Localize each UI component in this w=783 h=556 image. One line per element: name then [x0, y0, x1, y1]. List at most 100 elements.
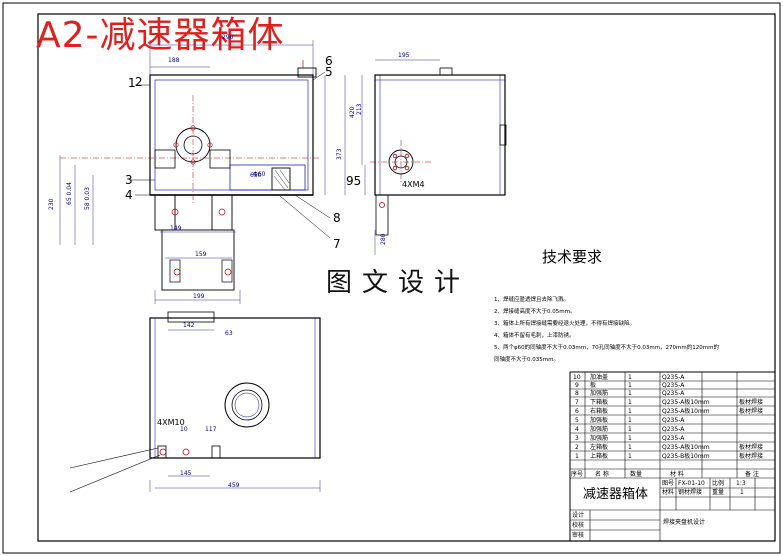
bom-row-note: 板材焊接	[739, 444, 764, 451]
title-block-scale-label: 比例	[712, 480, 725, 487]
title-block-design-label: 设计	[572, 512, 585, 519]
dim-149: 149	[170, 225, 182, 232]
dim-280: 280	[380, 233, 387, 245]
bom-header-no: 序号	[571, 471, 584, 478]
bom-row-name: 加强筋	[590, 390, 609, 397]
bom-row-note: 板材焊接	[739, 408, 764, 415]
bom-row-note: 板材焊接	[739, 453, 764, 460]
dim-373: 373	[336, 148, 343, 160]
tech-requirement-1: 1、焊缝应盈透焊且去除飞溅。	[494, 297, 570, 303]
front-view	[60, 60, 320, 291]
title-block-school: 焊接夹盘机设计	[663, 519, 706, 526]
dim-213: 213	[356, 103, 363, 115]
bom-row-material: Q235-A	[662, 382, 685, 389]
bom-row-no: 9	[575, 382, 579, 389]
callout-1: 1	[128, 76, 136, 90]
bom-row-no: 8	[575, 390, 579, 397]
bom-row-name: 加油盖	[590, 374, 609, 381]
bom-row-no: 7	[575, 399, 579, 406]
inner-border	[37, 13, 776, 542]
bom-row-material: Q235-A	[662, 390, 685, 397]
bom-row-material: Q235-A板10mm	[662, 399, 710, 406]
bom-row-material: Q235-A	[662, 374, 685, 381]
callout-4: 4	[125, 188, 133, 202]
dim-117: 117	[205, 426, 217, 433]
dim-290: 290	[222, 34, 234, 41]
bom-row-name: 上箱板	[590, 453, 609, 460]
dim-65: 65 0.04	[66, 182, 73, 205]
front-dimensions	[59, 40, 346, 304]
dim-159: 159	[195, 251, 207, 258]
title-block-sheet: 1	[740, 489, 744, 496]
callout-3: 3	[125, 173, 133, 187]
bom-row-material: Q235-A板10mm	[662, 444, 710, 451]
bom-row-note: 板材焊接	[739, 399, 764, 406]
bom-row-name: 加强板	[590, 417, 609, 424]
bom-row-material: Q235-A板10mm	[662, 408, 710, 415]
bom-row-no: 1	[575, 453, 579, 460]
top-view	[149, 311, 321, 459]
callout-6: 6	[325, 54, 333, 68]
bom-row-no: 4	[575, 426, 579, 433]
bom-row-qty: 1	[628, 417, 632, 424]
dim-142: 142	[183, 322, 195, 329]
title-block-check-label: 校核	[572, 522, 585, 529]
callout-2: 2	[135, 75, 143, 89]
dim-phi63: 63	[225, 330, 233, 337]
bom-row-no: 6	[575, 408, 579, 415]
dim-199: 199	[193, 293, 205, 300]
bom-row-qty: 1	[628, 444, 632, 451]
dim-188: 188	[168, 57, 180, 64]
bom-table	[569, 371, 776, 542]
dim-58: 58 0.03	[84, 187, 91, 210]
bom-row-qty: 1	[628, 426, 632, 433]
bom-row-qty: 1	[628, 374, 632, 381]
tech-requirement-6: 同轴度不大于0.035mm。	[494, 357, 559, 363]
bom-row-qty: 1	[628, 390, 632, 397]
watermark-text: 图文设计	[322, 262, 475, 299]
dim-145: 145	[180, 470, 192, 477]
bom-row-name: 右箱板	[590, 408, 609, 415]
bom-row-material: Q235-A	[662, 435, 685, 442]
callout-7: 7	[333, 237, 341, 251]
bom-row-material: Q235-A	[662, 417, 685, 424]
bom-header-name: 名 称	[595, 471, 609, 478]
tech-requirement-4: 4、箱体不留有毛刺，上漆防锈。	[494, 333, 575, 339]
dim-420: 420	[349, 106, 356, 118]
bom-row-no: 10	[573, 374, 581, 381]
dim-10: 10	[180, 426, 188, 433]
bom-row-no: 2	[575, 444, 579, 451]
title-block-name: 减速器箱体	[583, 487, 649, 502]
label-4xm4: 4XM4	[402, 180, 425, 189]
bom-row-name: 下箱板	[590, 399, 609, 406]
tech-requirement-5: 5、两个φ60的同轴度不大于0.03mm，70孔同轴度不大于0.03mm，270…	[494, 345, 719, 351]
tech-requirement-2: 2、焊接缝高度不大于0.05mm。	[494, 309, 576, 315]
bom-row-name: 加强筋	[590, 435, 609, 442]
dim-650: 650	[250, 172, 262, 179]
callout-8: 8	[333, 211, 341, 225]
title-block-drawing-no: FX-01-10	[678, 480, 705, 487]
dim-230: 230	[48, 198, 55, 210]
dim-459: 459	[228, 482, 240, 489]
title-block-drawing-no-label: 图号	[662, 480, 675, 487]
title-block-material: 钢材焊接	[678, 489, 703, 496]
bom-row-qty: 1	[628, 382, 632, 389]
side-view	[370, 67, 507, 236]
bom-row-qty: 1	[628, 435, 632, 442]
bom-row-name: 板	[590, 382, 597, 389]
leader-lines	[130, 71, 331, 239]
bom-row-qty: 1	[628, 408, 632, 415]
dim-95: 95	[346, 174, 362, 188]
arrow-leaders-bottom	[69, 447, 161, 493]
dim-phi60: Φ60	[253, 171, 266, 178]
drawing-title: A2-减速器箱体	[36, 15, 285, 56]
tech-requirements-heading: 技术要求	[542, 248, 603, 266]
bom-row-no: 3	[575, 435, 579, 442]
bom-header-note: 备 注	[745, 471, 759, 478]
top-dimensions	[149, 329, 321, 492]
title-block-approve-label: 审核	[572, 532, 585, 539]
bom-row-material: Q235-A	[662, 426, 685, 433]
title-block-scale: 1:3	[736, 480, 746, 487]
